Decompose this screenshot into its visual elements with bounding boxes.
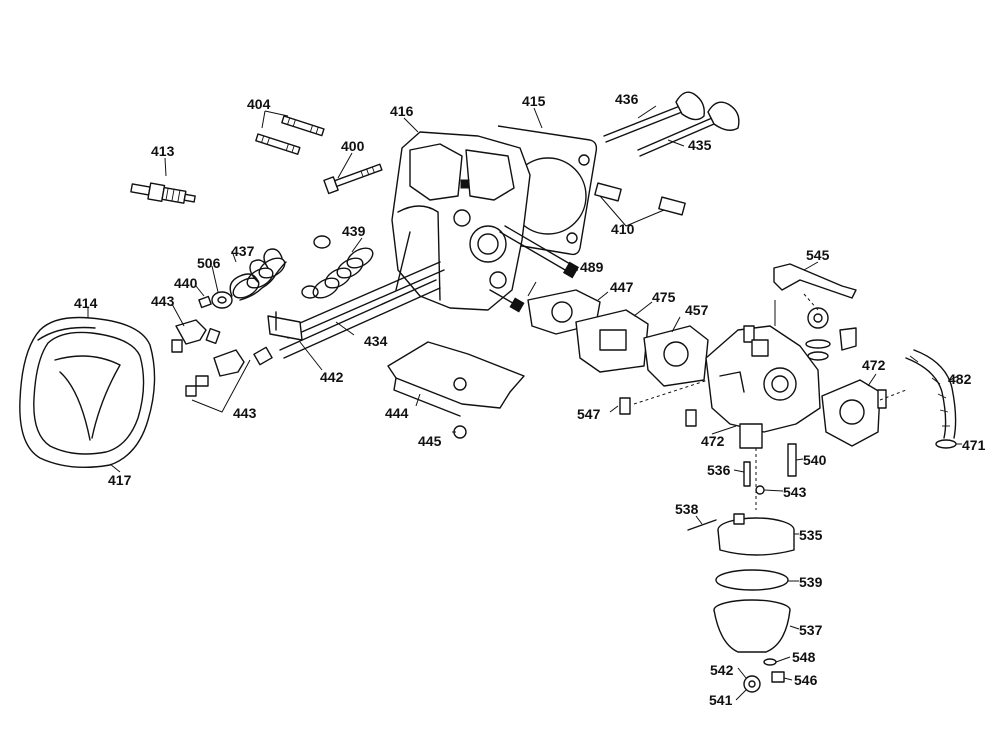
studs-drawing xyxy=(255,115,325,155)
carburetor-small-parts-drawing xyxy=(619,397,797,531)
label-540: 540 xyxy=(803,452,827,468)
label-437: 437 xyxy=(231,243,255,259)
label-413: 413 xyxy=(151,143,175,159)
label-489: 489 xyxy=(580,259,604,275)
label-416: 416 xyxy=(390,103,414,119)
label-445: 447 xyxy=(610,279,634,295)
label-410: 410 xyxy=(611,221,635,237)
label-545: 545 xyxy=(806,247,830,263)
label-435: 435 xyxy=(688,137,712,153)
valves-drawing xyxy=(603,91,740,157)
head-bolt-drawing xyxy=(323,163,383,195)
drain-parts-drawing xyxy=(743,658,785,693)
rocker-arm-drawing xyxy=(171,319,273,397)
label-547: 547 xyxy=(577,406,601,422)
air-filter-gasket-drawing xyxy=(821,379,887,447)
label-457: 472 xyxy=(862,357,886,373)
cylinder-head-drawing xyxy=(391,131,580,313)
leader-lines xyxy=(87,105,962,701)
label-482: 445 xyxy=(418,433,442,449)
o-ring-drawing xyxy=(715,569,789,591)
label-536: 536 xyxy=(707,462,731,478)
valve-spring-439-drawing xyxy=(301,235,374,299)
label-543: 543 xyxy=(783,484,807,500)
guide-plate-drawing xyxy=(387,341,525,417)
label-400: 400 xyxy=(341,138,365,154)
label-442: 442 xyxy=(320,369,344,385)
label-548: 548 xyxy=(792,649,816,665)
label-443-bottom: 443 xyxy=(233,405,257,421)
label-414: 414 xyxy=(74,295,98,311)
choke-lever-drawing xyxy=(773,263,857,361)
label-404: 404 xyxy=(247,96,271,112)
retainer-washer-drawing xyxy=(198,291,233,309)
label-475: 482 xyxy=(948,371,972,387)
label-546: 546 xyxy=(794,672,818,688)
spark-plug-drawing xyxy=(130,182,196,204)
label-434: 434 xyxy=(364,333,388,349)
label-415: 415 xyxy=(522,93,546,109)
part-labels: 404 413 400 416 415 436 435 410 437 439 … xyxy=(74,91,986,708)
label-539: 539 xyxy=(799,574,823,590)
intake-gaskets-drawing xyxy=(527,289,709,387)
label-541: 541 xyxy=(709,692,733,708)
float-bowl-drawing xyxy=(713,599,791,653)
label-472: 472 xyxy=(701,433,725,449)
label-443-top: 443 xyxy=(151,293,175,309)
float-drawing xyxy=(717,513,795,556)
rocker-shaft-drawing xyxy=(267,261,445,359)
label-417: 417 xyxy=(108,472,132,488)
label-471: 475 xyxy=(652,289,676,305)
valve-spring-437-drawing xyxy=(229,248,287,301)
label-447: 471 xyxy=(962,437,986,453)
label-444: 444 xyxy=(385,405,409,421)
label-537: 537 xyxy=(799,622,823,638)
valve-guides-drawing xyxy=(594,182,686,216)
label-440: 440 xyxy=(174,275,198,291)
label-446: 457 xyxy=(685,302,709,318)
valve-cover-drawing xyxy=(19,316,156,469)
label-538: 538 xyxy=(675,501,699,517)
fuel-hose-drawing xyxy=(905,349,957,449)
carburetor-drawing xyxy=(705,325,821,449)
label-535: 535 xyxy=(799,527,823,543)
label-506: 506 xyxy=(197,255,221,271)
label-542: 542 xyxy=(710,662,734,678)
label-436: 436 xyxy=(615,91,639,107)
label-439: 439 xyxy=(342,223,366,239)
